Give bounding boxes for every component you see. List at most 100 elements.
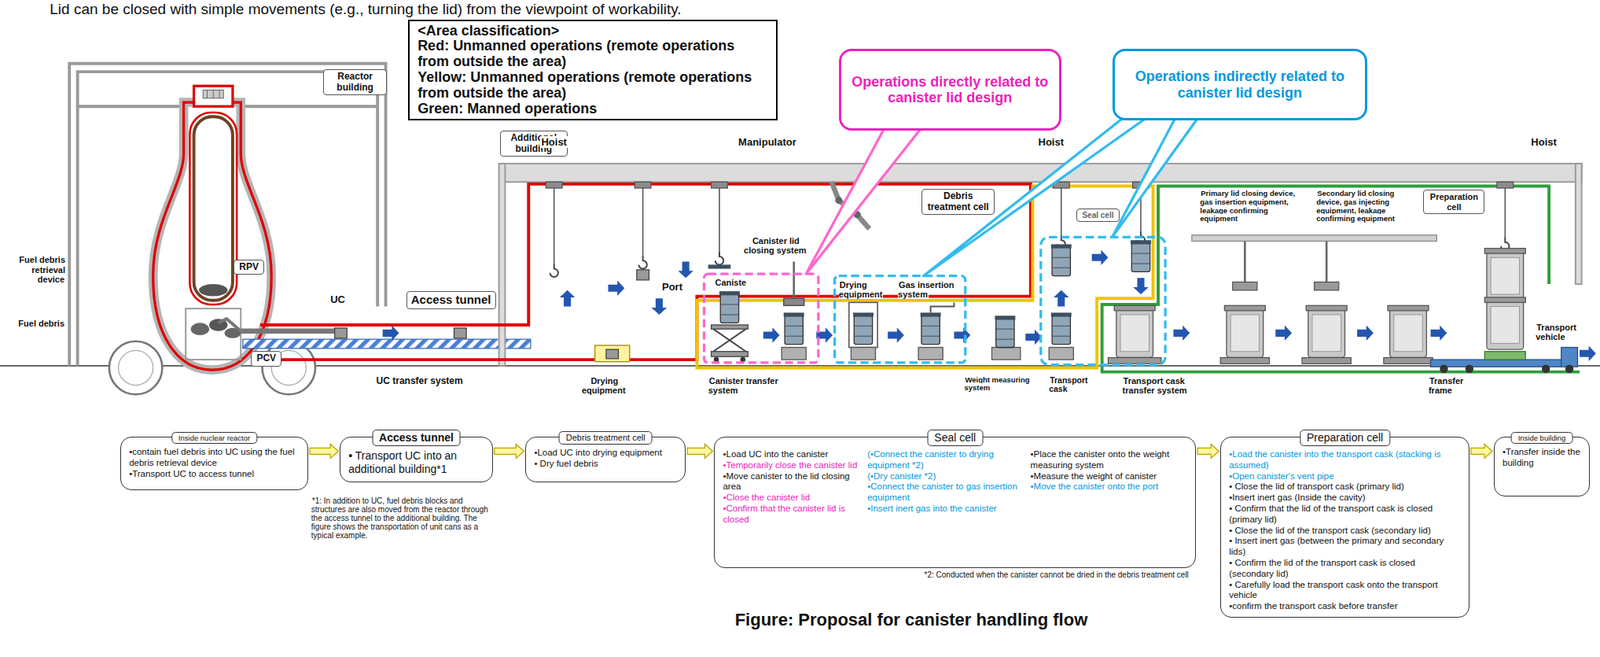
stage-header: Preparation cell	[1299, 429, 1391, 446]
hoist	[1504, 187, 1507, 237]
step-item: •Confirm that the canister lid is closed	[722, 503, 863, 526]
equipment-label: Fuel debris	[6, 318, 66, 328]
equipment	[783, 297, 805, 306]
unit-can	[454, 327, 468, 339]
equipment-label: Drying equipment	[577, 375, 631, 396]
stage-box: Preparation cell•Load the canister into …	[1220, 436, 1470, 617]
flow-arrow	[1471, 443, 1493, 458]
containment-vessel	[189, 112, 237, 305]
equipment	[783, 312, 805, 344]
label-text: Hoist	[1037, 136, 1066, 148]
equipment-label: Primary lid closing device, gas insertio…	[1199, 189, 1296, 224]
flow-arrow	[1092, 250, 1109, 265]
flow-arrow	[1430, 325, 1448, 341]
label-text: Lid can be closed with simple movements …	[48, 0, 682, 18]
flow-arrow	[382, 250, 1597, 361]
stage-box: Seal cell•Load UC into the canister•Temp…	[713, 436, 1196, 567]
hoist	[1130, 239, 1152, 272]
label-text: UC transfer system	[375, 375, 464, 387]
box-label: PCV	[254, 353, 278, 364]
equipment	[930, 301, 955, 313]
transport-vehicle	[1484, 297, 1526, 350]
flow-arrow	[687, 443, 713, 458]
transport-vehicle	[1430, 359, 1562, 367]
retrieval-device	[240, 327, 337, 333]
containment-vessel	[118, 349, 154, 385]
equipment	[1224, 305, 1266, 357]
step-item: • Carefully load the transport cask onto…	[1228, 579, 1463, 602]
flow-arrow	[1132, 277, 1148, 295]
label-text: Weight measuring system	[963, 375, 1030, 393]
equipment	[1114, 305, 1155, 357]
zone-outline	[696, 185, 1153, 368]
figure-caption: Figure: Proposal for canister handling f…	[596, 609, 1226, 630]
hoist	[638, 255, 647, 269]
flow-arrow	[1025, 329, 1042, 345]
box-label: Debris treatment cell	[925, 191, 991, 213]
legend-line: Green: Manned operations	[417, 101, 769, 118]
manipulator-arm	[834, 196, 843, 204]
step-item: •Insert inert gas into the canister	[867, 503, 1026, 515]
stage-box: Inside building•Transfer inside the buil…	[1493, 436, 1590, 496]
transport-vehicle	[1439, 364, 1448, 373]
transport-vehicle	[1565, 364, 1574, 373]
additional-building	[1575, 163, 1582, 284]
box-label: Reactor building	[327, 71, 383, 93]
equipment	[1107, 356, 1161, 364]
equipment-label: Caniste	[713, 277, 755, 287]
containment-vessel	[194, 85, 233, 107]
equipment-label: UC	[329, 294, 354, 306]
containment-vessel	[213, 89, 214, 98]
flow-arrow	[677, 261, 693, 278]
uc-transfer-rail	[242, 338, 531, 349]
containment-vessel	[194, 116, 233, 301]
footnote: *1: In addition to UC, fuel debris block…	[311, 496, 496, 541]
flow-arrow	[559, 290, 575, 307]
step-item: •Transfer inside the building	[1502, 446, 1583, 469]
step-item: •Connect the canister to gas insertion e…	[867, 481, 1026, 504]
equipment-label: Port	[661, 281, 695, 294]
step-item: • Dry fuel debris	[533, 458, 679, 470]
label-text: Fuel debris	[17, 318, 66, 328]
dashed-focus-box	[704, 236, 1166, 365]
transport-vehicle	[1430, 297, 1578, 373]
step-item: •Transport UC to access tunnel	[128, 468, 302, 480]
flow-arrow	[608, 280, 626, 296]
label-text: Canister lid closing system	[743, 235, 807, 255]
label-text: Hoist	[540, 136, 568, 148]
legend-line: Red: Unmanned operations (remote operati…	[417, 38, 769, 70]
label-text: Caniste	[713, 277, 747, 287]
hoist	[708, 264, 732, 269]
equipment-label: Weight measuring system	[963, 375, 1044, 393]
step-item: (•Connect the canister to drying equipme…	[867, 448, 1026, 471]
equipment	[1302, 356, 1351, 364]
equipment-label: Drying equipment	[838, 279, 894, 300]
step-item: •Move canister to the lid closing area	[722, 470, 863, 493]
hoist	[634, 181, 652, 188]
box-label: Operations indirectly related to caniste…	[1121, 68, 1359, 101]
equipment	[1191, 235, 1437, 242]
hoist	[545, 181, 1526, 301]
equipment-label: Fuel debris retrieval device	[6, 254, 66, 284]
equipment-label: Manipulator	[726, 136, 809, 149]
equipment-label: UC transfer system	[375, 375, 479, 387]
step-item: • Confirm that the lid of the transport …	[1228, 503, 1463, 526]
hoist	[1484, 248, 1526, 301]
hoist	[636, 269, 650, 280]
dashed-focus-box	[1040, 236, 1166, 365]
step-item: •Insert inert gas (Inside the cavity)	[1228, 492, 1463, 504]
equipment	[1051, 312, 1072, 344]
transport-vehicle	[1465, 364, 1474, 373]
flow-arrow	[763, 327, 780, 343]
box-label: Operations directly related to canister …	[847, 73, 1053, 107]
equipment	[1232, 281, 1258, 290]
label-text: *2: Conducted when the canister cannot b…	[923, 570, 1190, 579]
equipment	[713, 328, 747, 352]
hoist	[550, 263, 559, 277]
step-item: •Open canister's vent pipe	[1228, 470, 1463, 482]
callout-tail	[1112, 102, 1210, 237]
hoist	[553, 187, 556, 264]
area-tag: Preparation cell	[1423, 189, 1485, 214]
vessel-tag: PCV	[250, 350, 282, 366]
